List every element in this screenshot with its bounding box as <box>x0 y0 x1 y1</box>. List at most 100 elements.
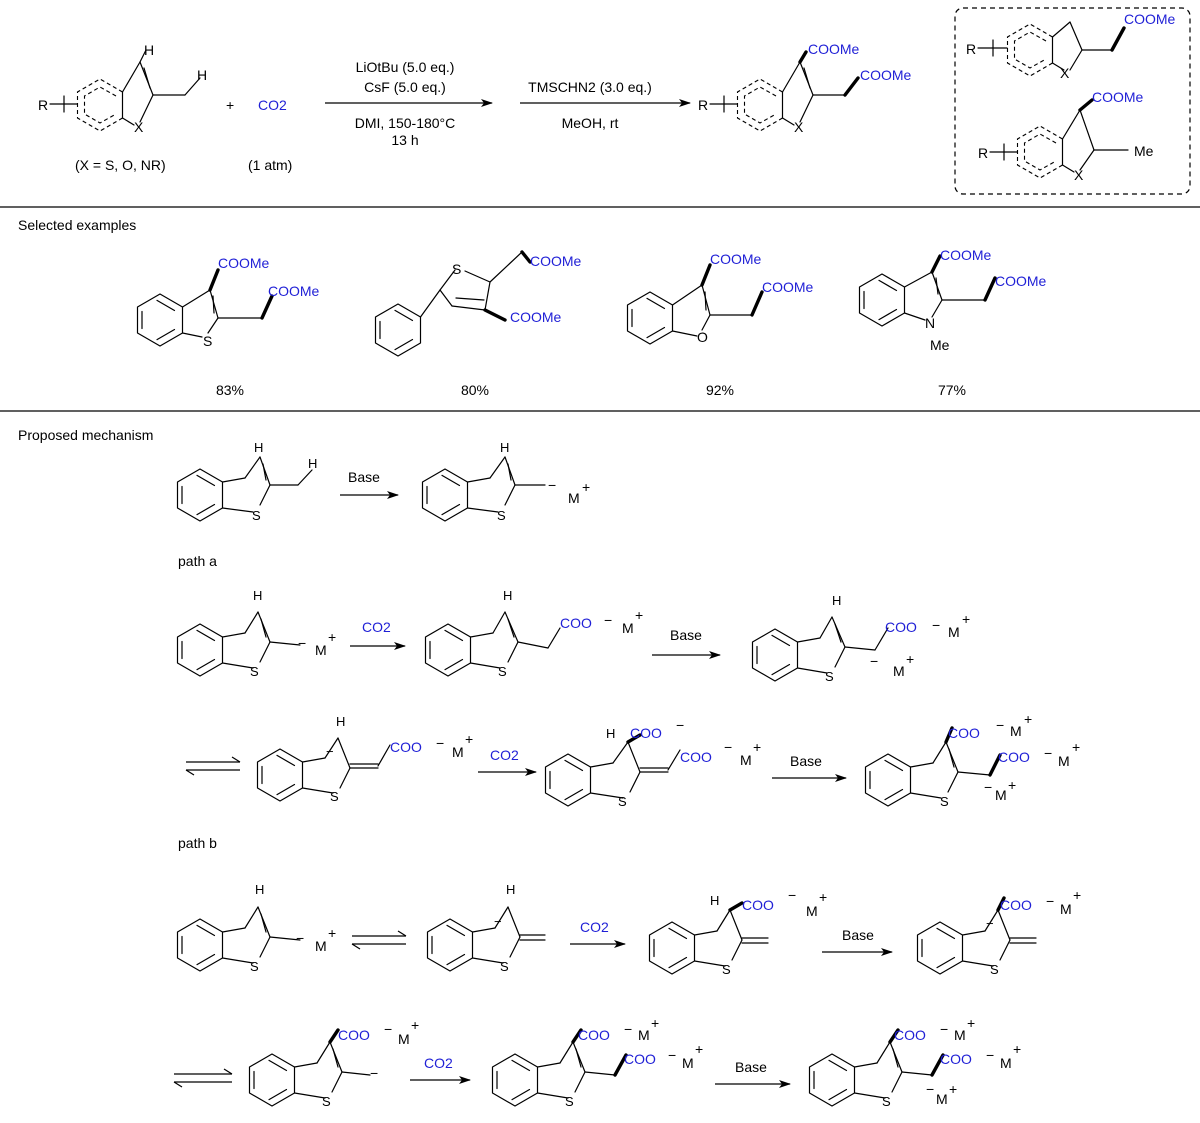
h-label: H <box>255 882 264 897</box>
path-a-label: path a <box>178 553 217 569</box>
cation-charge: + <box>328 925 336 941</box>
cation-charge: + <box>651 1015 659 1031</box>
anion-charge: − <box>724 739 732 755</box>
anion-charge: − <box>996 717 1004 733</box>
counter-cation: M <box>315 642 327 658</box>
anion-charge: − <box>604 612 612 628</box>
oxygen-atom: O <box>697 329 708 345</box>
example-indole: N Me COOMe COOMe 77% <box>858 247 1047 398</box>
carboxylate: COO <box>680 749 712 765</box>
anion-charge: − <box>668 1047 676 1063</box>
carboxylate: COO <box>894 1027 926 1043</box>
starting-heteroarene: R X H H <box>38 42 207 135</box>
anion-charge: − <box>436 735 444 751</box>
base-label: Base <box>348 469 380 485</box>
anion-charge: − <box>870 653 878 669</box>
cation-charge: + <box>967 1015 975 1031</box>
anion-charge: − <box>932 617 940 633</box>
counter-cation: M <box>638 1027 650 1043</box>
coome-group: COOMe <box>860 67 912 83</box>
mech-path-b-step1: H S − M + H − S CO2 H S COO − M <box>176 882 1081 977</box>
coome-group: COOMe <box>530 253 582 269</box>
counter-cation: M <box>1058 753 1070 769</box>
sulfur-atom: S <box>497 508 506 523</box>
h-label: H <box>606 726 615 741</box>
cation-charge: + <box>328 629 336 645</box>
step2-conditions: MeOH, rt <box>562 115 619 131</box>
section-heading-examples: Selected examples <box>18 217 136 233</box>
cation-charge: + <box>695 1041 703 1057</box>
co2-label: CO2 <box>580 919 609 935</box>
mech-path-a-step2: H − S COO − M + CO2 H S COO − COO − M + … <box>185 711 1080 809</box>
coome-group: COOMe <box>762 279 814 295</box>
sulfur-atom: S <box>252 508 261 523</box>
r-label: R <box>38 97 48 113</box>
r-label: R <box>978 145 988 161</box>
example-benzothiophene: S COOMe COOMe 83% <box>136 255 320 398</box>
n-methyl-label: Me <box>930 337 950 353</box>
coome-group: COOMe <box>710 251 762 267</box>
cation-charge: + <box>1013 1041 1021 1057</box>
sulfur-atom: S <box>498 664 507 679</box>
example-phenylthiophene: S COOMe COOMe 80% <box>374 250 582 398</box>
carboxylate: COO <box>338 1027 370 1043</box>
co2-pressure: (1 atm) <box>248 157 292 173</box>
sulfur-atom: S <box>330 789 339 804</box>
counter-cation: M <box>1060 901 1072 917</box>
sulfur-atom: S <box>565 1094 574 1109</box>
h-label: H <box>503 588 512 603</box>
counter-cation: M <box>682 1055 694 1071</box>
anion-charge: − <box>926 1081 934 1097</box>
counter-cation: M <box>568 490 580 506</box>
x-label: X <box>134 119 144 135</box>
general-reaction: R X H H (X = S, O, NR) + CO2 (1 atm) LiO… <box>38 7 1191 195</box>
sulfur-atom: S <box>940 794 949 809</box>
sulfur-atom: S <box>452 261 461 277</box>
cation-charge: + <box>949 1081 957 1097</box>
path-b-label: path b <box>178 835 217 851</box>
sulfur-atom: S <box>203 333 212 349</box>
carboxylate: COO <box>630 725 662 741</box>
x-label: X <box>794 119 804 135</box>
step1-conditions1: DMI, 150-180°C <box>355 115 456 131</box>
cation-charge: + <box>962 611 970 627</box>
r-label: R <box>698 97 708 113</box>
carbanion-charge: − <box>494 914 502 929</box>
anion-charge: − <box>1044 745 1052 761</box>
carboxylate: COO <box>742 897 774 913</box>
r-label: R <box>966 41 976 57</box>
h-label: H <box>144 42 154 58</box>
sulfur-atom: S <box>250 959 259 974</box>
coome-group: COOMe <box>995 273 1047 289</box>
cation-charge: + <box>465 731 473 747</box>
base-label: Base <box>670 627 702 643</box>
x-definition: (X = S, O, NR) <box>75 157 166 173</box>
h-label: H <box>308 456 317 471</box>
h-label: H <box>336 714 345 729</box>
carboxylate: COO <box>940 1051 972 1067</box>
co2-label: CO2 <box>362 619 391 635</box>
carboxylate: COO <box>948 725 980 741</box>
sulfur-atom: S <box>882 1094 891 1109</box>
cation-charge: + <box>1072 739 1080 755</box>
cation-charge: + <box>635 607 643 623</box>
counter-cation: M <box>936 1091 948 1107</box>
h-label: H <box>506 882 515 897</box>
co2-label: CO2 <box>490 747 519 763</box>
monoester-ring: R X COOMe Me <box>978 89 1154 183</box>
methyl-label: Me <box>1134 143 1154 159</box>
counter-cation: M <box>893 663 905 679</box>
anion-charge: − <box>986 1047 994 1063</box>
coome-group: COOMe <box>808 41 860 57</box>
plus-sign: + <box>226 97 234 113</box>
h-label: H <box>254 440 263 455</box>
base-label: Base <box>735 1059 767 1075</box>
monoester-side-chain: R X COOMe <box>966 11 1176 81</box>
cation-charge: + <box>411 1017 419 1033</box>
anion-charge: − <box>624 1021 632 1037</box>
byproduct-box <box>954 7 1191 195</box>
carbanion-charge: − <box>326 744 334 759</box>
anion-charge: − <box>984 779 992 795</box>
cation-charge: + <box>582 479 590 495</box>
